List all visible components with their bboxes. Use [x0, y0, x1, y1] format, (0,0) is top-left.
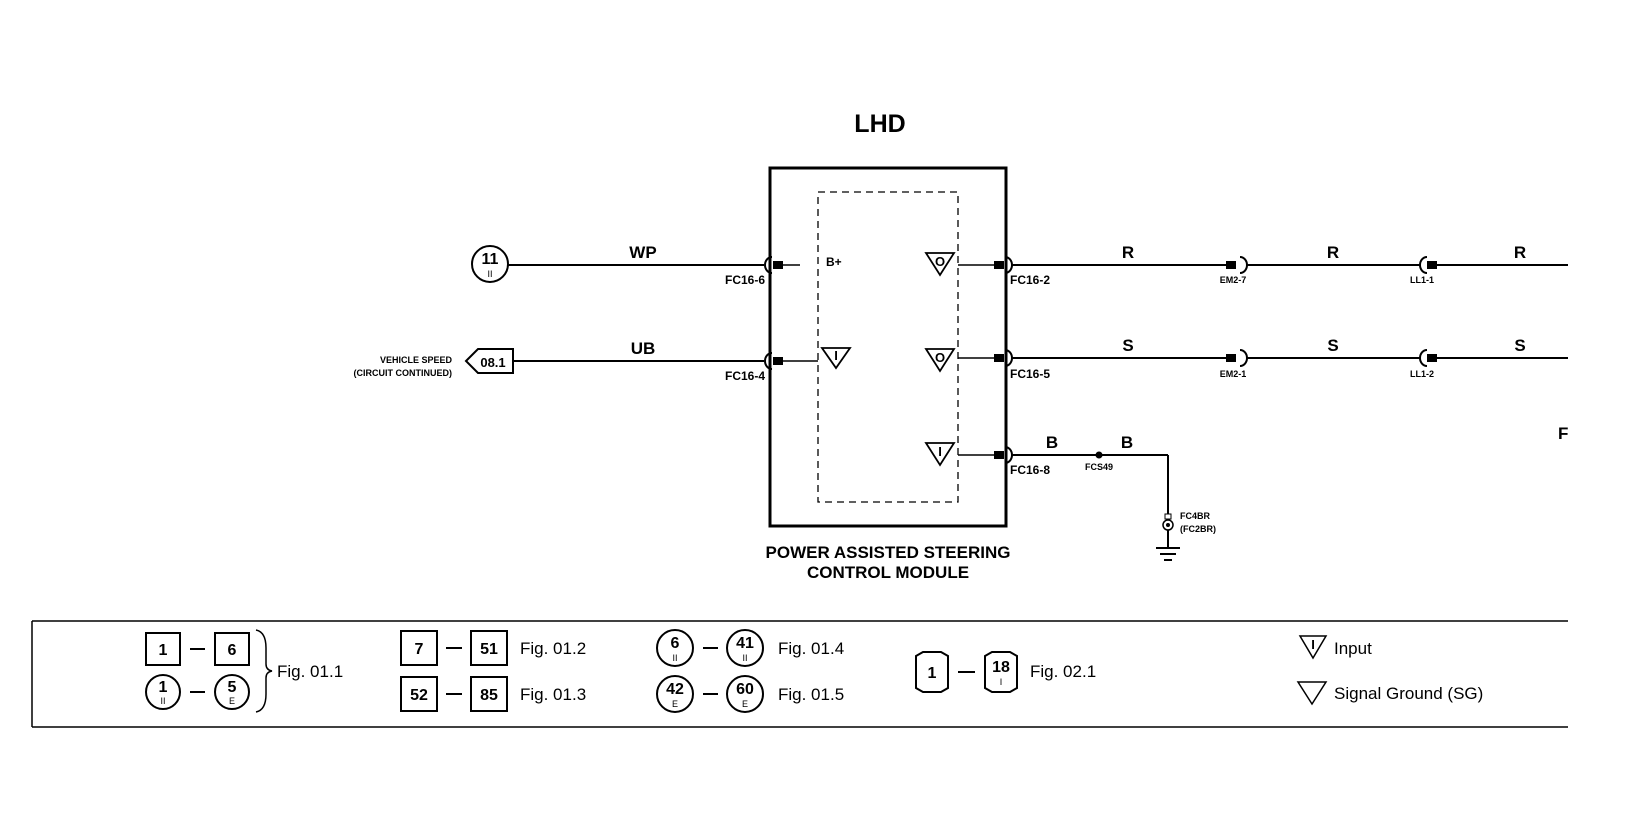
connector-ll1-2 — [1419, 349, 1437, 367]
splice-fcs49: FCS49 — [1085, 462, 1113, 472]
pin-fc16-2: FC16-2 — [1010, 273, 1050, 287]
input-symbol-row3: I — [924, 442, 956, 467]
connector-fc16-2 — [994, 256, 1013, 274]
pin-fc16-5: FC16-5 — [1010, 367, 1050, 381]
svg-text:I: I — [1000, 677, 1003, 687]
svg-text:E: E — [672, 699, 678, 709]
module-label-line1: POWER ASSISTED STEERING — [766, 543, 1011, 562]
pin-em2-7: EM2-7 — [1220, 275, 1247, 285]
wire-label-s-3: S — [1514, 336, 1525, 355]
svg-text:1: 1 — [159, 642, 168, 659]
svg-text:O: O — [935, 254, 945, 269]
diagram-title: LHD — [854, 110, 905, 138]
svg-text:85: 85 — [480, 687, 498, 704]
legend-fig-01-1: 1 6 1 II 5 E Fig. 01.1 — [145, 629, 343, 713]
legend-signal-ground-label: Signal Ground (SG) — [1334, 684, 1483, 703]
svg-text:7: 7 — [415, 641, 424, 658]
svg-text:Fig. 01.1: Fig. 01.1 — [277, 662, 343, 681]
pin-em2-1: EM2-1 — [1220, 369, 1247, 379]
edge-fragment-label: F — [1558, 424, 1568, 443]
svg-text:Fig. 01.5: Fig. 01.5 — [778, 685, 844, 704]
svg-text:I: I — [938, 444, 942, 459]
pin-fc16-6: FC16-6 — [725, 273, 765, 287]
svg-text:52: 52 — [410, 687, 428, 704]
svg-text:6: 6 — [671, 635, 680, 652]
connector-ll1-1 — [1419, 256, 1437, 274]
svg-text:18: 18 — [992, 659, 1010, 676]
wire-label-r-3: R — [1514, 243, 1526, 262]
svg-text:II: II — [672, 653, 677, 663]
wire-label-s-2: S — [1327, 336, 1338, 355]
svg-text:11: 11 — [482, 251, 499, 268]
ref-tag-08-1: 08.1 — [464, 348, 514, 374]
svg-text:Fig. 01.4: Fig. 01.4 — [778, 639, 844, 658]
svg-text:51: 51 — [480, 641, 498, 658]
svg-text:1: 1 — [159, 679, 168, 696]
pin-bplus: B+ — [826, 255, 842, 269]
connector-fc16-5 — [994, 349, 1013, 367]
vehicle-speed-line1: VEHICLE SPEED — [380, 355, 453, 365]
svg-text:II: II — [487, 269, 492, 279]
legend-input-label: Input — [1334, 639, 1372, 658]
svg-text:42: 42 — [666, 681, 684, 698]
pin-fc16-8: FC16-8 — [1010, 463, 1050, 477]
legend-fig-01-4: 6 II 41 II Fig. 01.4 — [656, 629, 844, 667]
splice-fcs49-dot — [1095, 451, 1103, 459]
input-symbol-left: I — [820, 347, 852, 370]
legend-input-symbol: I — [1298, 635, 1328, 660]
svg-text:Fig. 01.3: Fig. 01.3 — [520, 685, 586, 704]
ground-symbol — [1156, 513, 1180, 561]
connector-fc16-8 — [994, 446, 1013, 464]
connector-em2-7 — [1226, 256, 1248, 274]
output-symbol-row1: O — [924, 252, 956, 277]
wire-label-wp: WP — [629, 243, 656, 262]
svg-text:II: II — [742, 653, 747, 663]
svg-text:41: 41 — [736, 635, 754, 652]
legend-signal-ground-symbol — [1296, 681, 1328, 706]
pin-ll1-1: LL1-1 — [1410, 275, 1434, 285]
wire-label-b-2: B — [1121, 433, 1133, 452]
wire-label-r-2: R — [1327, 243, 1339, 262]
svg-text:E: E — [742, 699, 748, 709]
svg-text:60: 60 — [736, 681, 754, 698]
svg-text:Fig. 01.2: Fig. 01.2 — [520, 639, 586, 658]
legend-fig-02-1: 1 18 I Fig. 02.1 — [915, 651, 1096, 693]
svg-text:08.1: 08.1 — [480, 355, 505, 370]
pin-fc16-4: FC16-4 — [725, 369, 765, 383]
svg-text:6: 6 — [228, 642, 237, 659]
wire-label-r-1: R — [1122, 243, 1134, 262]
legend-fig-01-2: 7 51 Fig. 01.2 — [400, 630, 586, 666]
wire-label-b-1: B — [1046, 433, 1058, 452]
svg-text:II: II — [160, 696, 165, 706]
pin-ll1-2: LL1-2 — [1410, 369, 1434, 379]
svg-text:I: I — [834, 348, 838, 363]
vehicle-speed-line2: (CIRCUIT CONTINUED) — [354, 368, 453, 378]
svg-text:O: O — [935, 350, 945, 365]
ground-fc2br: (FC2BR) — [1180, 524, 1216, 534]
svg-text:1: 1 — [928, 665, 937, 682]
module-inner-box — [817, 191, 959, 503]
ground-fc4br: FC4BR — [1180, 511, 1211, 521]
svg-text:5: 5 — [228, 679, 237, 696]
module-label-line2: CONTROL MODULE — [807, 563, 969, 582]
connector-em2-1 — [1226, 349, 1248, 367]
legend-fig-01-3: 52 85 Fig. 01.3 — [400, 676, 586, 712]
svg-text:E: E — [229, 696, 235, 706]
connector-fc16-6 — [764, 256, 783, 274]
connector-fc16-4 — [764, 352, 783, 370]
wire-label-s-1: S — [1122, 336, 1133, 355]
svg-text:I: I — [1311, 637, 1315, 652]
ref-circle-11: 11 II — [471, 245, 509, 283]
wire-label-ub: UB — [631, 339, 656, 358]
legend-fig-01-5: 42 E 60 E Fig. 01.5 — [656, 675, 844, 713]
module-outer-box — [768, 166, 1008, 528]
svg-text:Fig. 02.1: Fig. 02.1 — [1030, 662, 1096, 681]
output-symbol-row2: O — [924, 348, 956, 373]
